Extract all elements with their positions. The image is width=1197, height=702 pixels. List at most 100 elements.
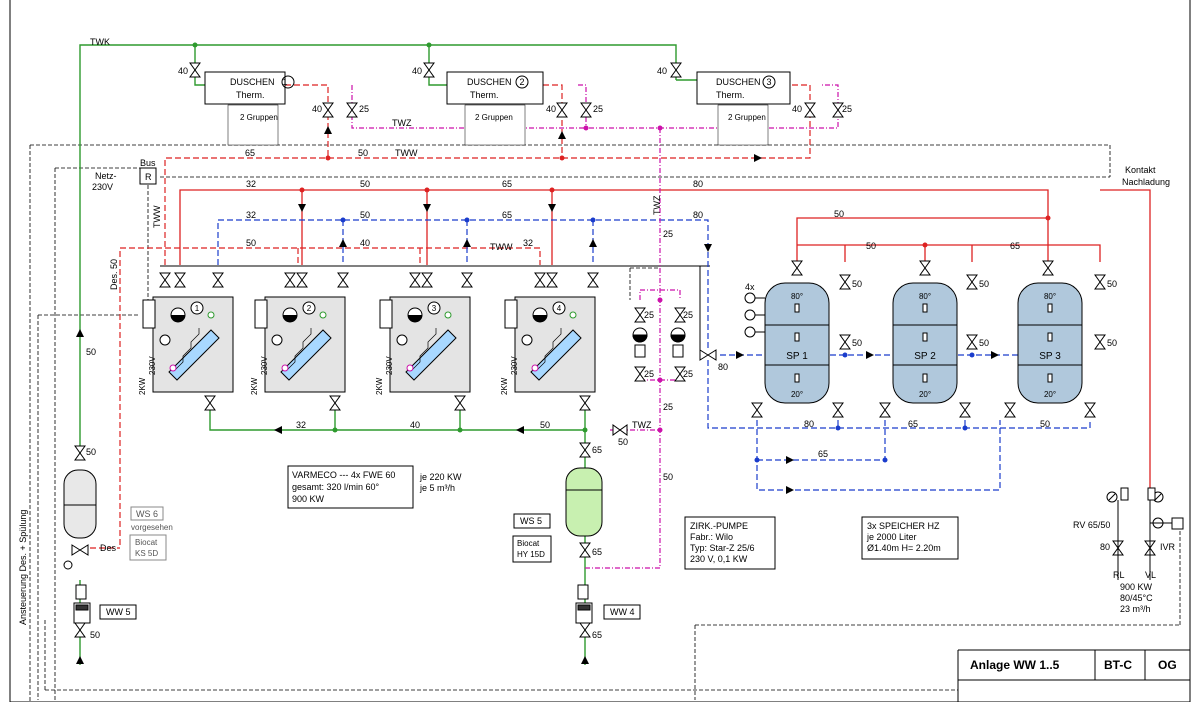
supply-d2: 80/45°C [1120, 593, 1153, 603]
size-sp-65: 65 [1010, 241, 1020, 251]
storage-tank-3: SP 380°20° [1017, 282, 1083, 404]
valve [804, 102, 816, 118]
circulation-pumps [632, 327, 686, 358]
shower-2-num: 2 [519, 77, 524, 87]
tww-mid-label: TWW [490, 242, 513, 252]
size-bw-65: 65 [502, 210, 512, 220]
valve [461, 272, 473, 288]
module-voltage: 230V [148, 356, 157, 375]
speicher-line1: 3x SPEICHER HZ [867, 521, 940, 531]
valve [674, 366, 686, 382]
speicher-line2: je 2000 Liter [866, 532, 917, 542]
twz-low-label: TWZ [632, 420, 652, 430]
shower-2-groups: 2 Gruppen [475, 113, 513, 122]
zirk-line2: Fabr.: Wilo [690, 532, 733, 542]
storage-tank-2: SP 280°20° [892, 282, 958, 404]
valve [966, 334, 978, 350]
valve [1042, 260, 1054, 276]
title-btc: BT-C [1104, 658, 1132, 672]
tank-top-temp: 80° [791, 292, 803, 301]
valve [546, 272, 558, 288]
size-bw-32: 32 [246, 210, 256, 220]
varmeco-line1: VARMECO --- 4x FWE 60 [292, 470, 395, 480]
title-anlage: Anlage WW 1..5 [970, 658, 1060, 672]
ws6-biocat2: KS 5D [135, 549, 158, 558]
size-sp-v50a: 50 [852, 279, 862, 289]
ww4-box: WW 4 [603, 604, 641, 620]
valve [1084, 402, 1096, 418]
size-zirk-25d: 25 [683, 369, 693, 379]
size-sp-50: 50 [834, 209, 844, 219]
shower-2-valve-tww: 40 [546, 104, 556, 114]
tank-bottom-temp: 20° [791, 390, 803, 399]
valve [959, 402, 971, 418]
size-twz-50: 50 [618, 437, 628, 447]
size-ww4-65b: 65 [592, 547, 602, 557]
size-bw-80: 80 [693, 210, 703, 220]
mixing-valve-ww5 [63, 544, 89, 570]
hot-water-red-lines [179, 189, 1151, 495]
shower-2-sub: Therm. [470, 90, 499, 100]
valve [423, 62, 435, 78]
module-number: 4 [557, 304, 562, 313]
supply-ivr: IVR [1160, 542, 1176, 552]
supply-rv: RV 65/50 [1073, 520, 1110, 530]
blue-dots [340, 217, 975, 463]
module-voltage: 230V [510, 356, 519, 375]
size-green-32: 32 [296, 420, 306, 430]
valve [579, 395, 591, 411]
shower-3-valve-tww: 40 [792, 104, 802, 114]
text-layer: TWK TWZ TWW Bus R Netz- 230V Kontakt Nac… [18, 37, 1170, 625]
valve [579, 442, 591, 458]
valve [329, 395, 341, 411]
shower-3-title: DUSCHEN [716, 77, 761, 87]
module-voltage: 230V [260, 356, 269, 375]
size-red-40: 40 [360, 238, 370, 248]
ws6-note: vorgesehen [131, 523, 173, 532]
size-red-50: 50 [246, 238, 256, 248]
valve [204, 395, 216, 411]
ww5-name: WW 5 [106, 607, 131, 617]
valve [174, 272, 186, 288]
size-tank50: 50 [86, 447, 96, 457]
varmeco-side2: je 5 m³/h [419, 483, 455, 493]
ws5-box: WS 5 Biocat HY 15D [512, 513, 552, 563]
varmeco-info: VARMECO --- 4x FWE 60 gesamt: 320 l/min … [287, 465, 462, 509]
module-number: 1 [195, 304, 200, 313]
shower-number-circles [281, 75, 776, 89]
size-bw-50: 50 [360, 210, 370, 220]
size-sp-side50a: 50 [852, 338, 862, 348]
valve [284, 272, 296, 288]
valve [409, 272, 421, 288]
valve [612, 424, 628, 436]
netz-label-2: 230V [92, 182, 113, 192]
storage-tank-1: SP 180°20° [764, 282, 830, 404]
size-sp-side50b: 50 [979, 338, 989, 348]
valve [751, 402, 763, 418]
valve [346, 102, 358, 118]
zirk-line3: Typ: Star-Z 25/6 [690, 543, 755, 553]
ws6-name: WS 6 [136, 509, 158, 519]
size-sp-v50b: 50 [979, 279, 989, 289]
valve [534, 272, 546, 288]
shower-1-num: 1 [282, 77, 287, 87]
kontakt-label: Kontakt [1125, 165, 1156, 175]
shower-2-valve-in: 40 [412, 66, 422, 76]
size-twk-50: 50 [86, 347, 96, 357]
shower-unit-2 [446, 71, 544, 146]
size-ww4-65c: 65 [592, 630, 602, 640]
tank-top-temp: 80° [1044, 292, 1056, 301]
valve [580, 102, 592, 118]
nachladung-label: Nachladung [1122, 177, 1170, 187]
twz-label: TWZ [392, 118, 412, 128]
twz-dots [583, 125, 663, 433]
sensor-circles [744, 292, 765, 338]
size-hw-80: 80 [693, 179, 703, 189]
valve [421, 272, 433, 288]
valve [634, 307, 646, 323]
valve [454, 395, 466, 411]
shower-texts: DUSCHEN 1 Therm. 2 Gruppen DUSCHEN 2 The… [178, 66, 852, 122]
size-sp-side50c: 50 [1107, 338, 1117, 348]
